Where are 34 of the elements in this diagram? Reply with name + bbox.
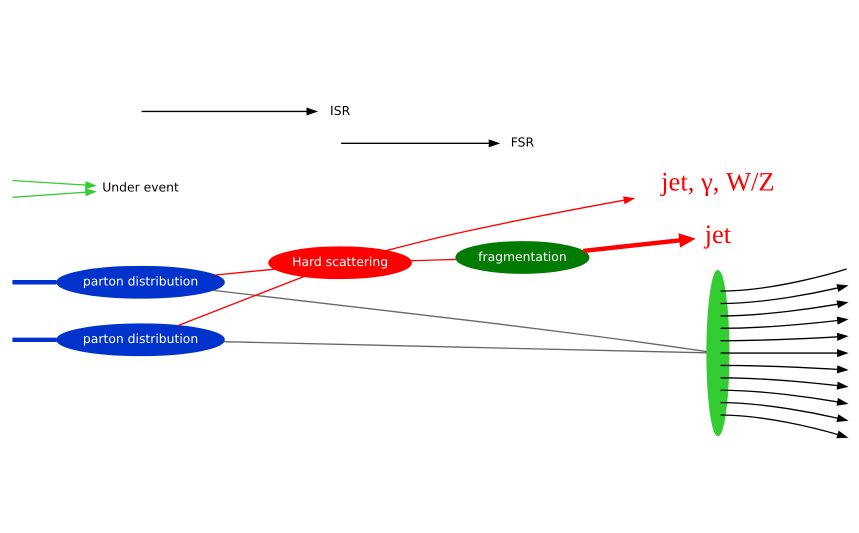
connector: [224, 341, 706, 354]
arrow: [583, 233, 696, 254]
arrow: [720, 332, 849, 342]
node-ellipse: fragmentation: [455, 241, 590, 274]
arrow: [720, 364, 849, 374]
node-text: jet: [704, 218, 732, 249]
connector: [720, 268, 847, 292]
arrow: [12, 188, 97, 198]
node-ellipse: parton distribution: [56, 323, 225, 356]
connector: [12, 338, 56, 342]
arrow: [720, 390, 849, 406]
arrow: [720, 377, 849, 390]
node-ellipse: parton distribution: [56, 266, 225, 299]
node-text: Under event: [102, 180, 179, 195]
node-text: jet, γ, W/Z: [661, 166, 775, 197]
connector: [213, 290, 707, 352]
arrow: [12, 180, 97, 190]
arrow: [720, 349, 849, 358]
node-text: ISR: [330, 104, 350, 118]
arrow: [720, 414, 849, 438]
arrow: [720, 300, 849, 317]
connector: [12, 280, 56, 284]
arrow: [720, 402, 849, 422]
node-ellipse: [706, 270, 730, 436]
connector: [411, 258, 456, 262]
arrow: [386, 196, 636, 252]
connector: [215, 268, 275, 276]
arrow: [142, 107, 318, 116]
node-text: FSR: [510, 136, 534, 150]
connector: [178, 276, 304, 326]
node-ellipse: Hard scattering: [268, 246, 412, 280]
arrow: [720, 284, 849, 304]
arrow: [720, 316, 849, 329]
arrow: [341, 139, 500, 148]
